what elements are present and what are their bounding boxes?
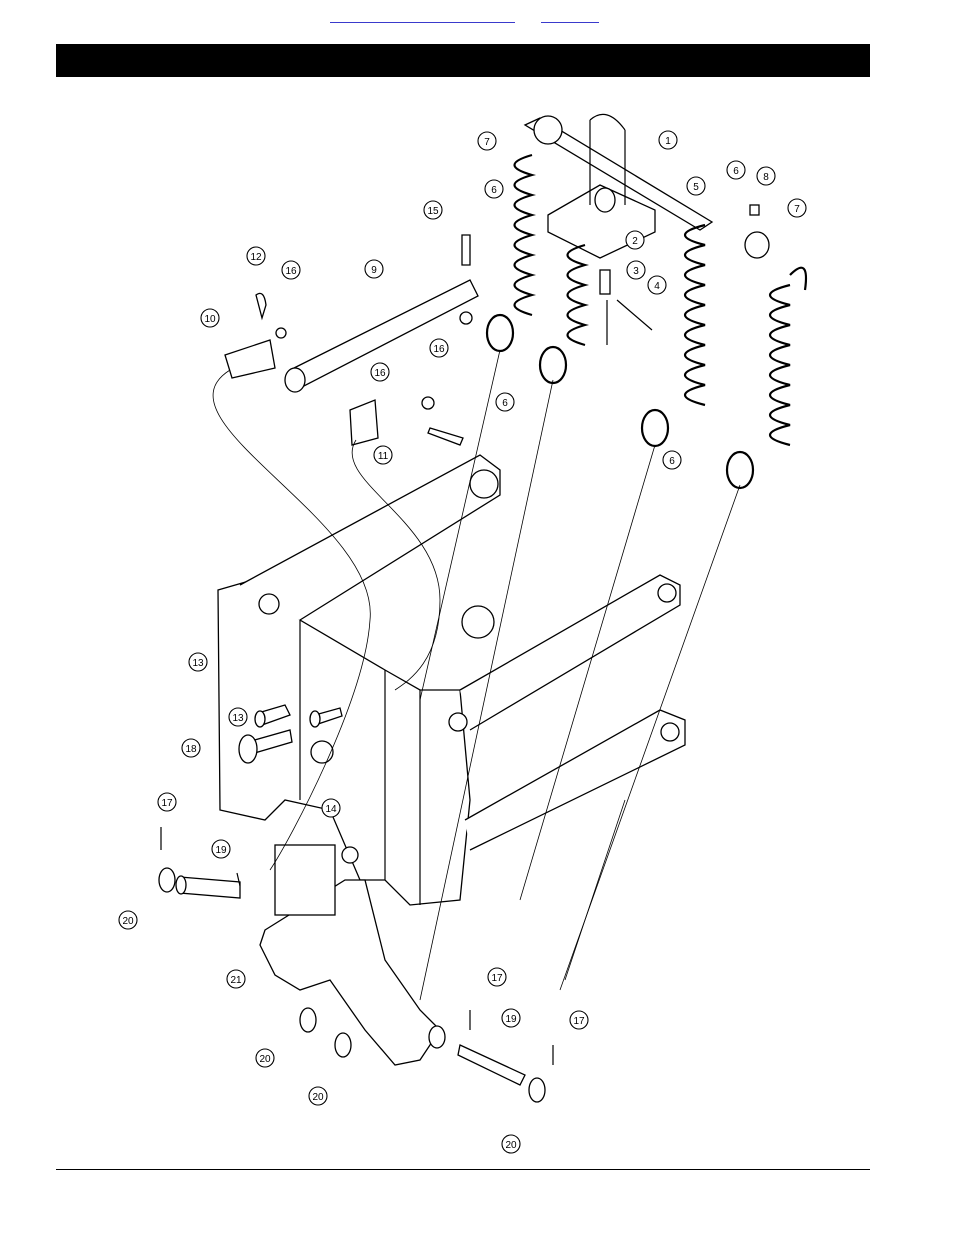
callout-18: 18 xyxy=(182,739,200,757)
callout-9: 9 xyxy=(365,260,383,278)
callout-13a: 13 xyxy=(189,653,207,671)
svg-text:11: 11 xyxy=(378,451,389,462)
callout-6d: 6 xyxy=(663,451,681,469)
svg-text:8: 8 xyxy=(763,172,769,183)
callout-6b: 6 xyxy=(727,161,745,179)
svg-text:15: 15 xyxy=(427,206,439,217)
callout-20c: 20 xyxy=(309,1087,327,1105)
svg-text:10: 10 xyxy=(204,314,216,325)
svg-text:13: 13 xyxy=(192,658,204,669)
svg-text:9: 9 xyxy=(371,265,377,276)
callout-17a: 17 xyxy=(158,793,176,811)
callout-19b: 19 xyxy=(502,1009,520,1027)
callout-21: 21 xyxy=(227,970,245,988)
svg-text:13: 13 xyxy=(232,713,244,724)
svg-text:7: 7 xyxy=(484,137,490,148)
callout-2: 2 xyxy=(626,231,644,249)
callout-17b: 17 xyxy=(488,968,506,986)
svg-text:5: 5 xyxy=(693,182,699,193)
svg-text:19: 19 xyxy=(505,1014,517,1025)
svg-text:2: 2 xyxy=(632,236,638,247)
callout-8: 8 xyxy=(757,167,775,185)
callout-1: 1 xyxy=(659,131,677,149)
callout-16a: 16 xyxy=(282,261,300,279)
svg-text:20: 20 xyxy=(312,1092,324,1103)
svg-text:19: 19 xyxy=(215,845,227,856)
svg-text:20: 20 xyxy=(122,916,134,927)
svg-text:16: 16 xyxy=(285,266,297,277)
callout-13b: 13 xyxy=(229,708,247,726)
svg-text:7: 7 xyxy=(794,204,800,215)
svg-text:20: 20 xyxy=(259,1054,271,1065)
callout-20b: 20 xyxy=(256,1049,274,1067)
svg-text:16: 16 xyxy=(374,368,386,379)
callout-6a: 6 xyxy=(485,180,503,198)
callout-5: 5 xyxy=(687,177,705,195)
callout-17c: 17 xyxy=(570,1011,588,1029)
svg-text:4: 4 xyxy=(654,281,660,292)
callout-3: 3 xyxy=(627,261,645,279)
callout-10: 10 xyxy=(201,309,219,327)
callout-11: 11 xyxy=(374,446,392,464)
callout-6c: 6 xyxy=(496,393,514,411)
svg-text:17: 17 xyxy=(491,973,503,984)
callout-7a: 7 xyxy=(478,132,496,150)
svg-text:14: 14 xyxy=(325,804,337,815)
svg-text:17: 17 xyxy=(573,1016,585,1027)
svg-text:12: 12 xyxy=(250,252,262,263)
svg-text:21: 21 xyxy=(230,975,242,986)
svg-text:17: 17 xyxy=(161,798,173,809)
svg-text:3: 3 xyxy=(633,266,639,277)
callout-16c: 16 xyxy=(371,363,389,381)
callout-12: 12 xyxy=(247,247,265,265)
callout-15: 15 xyxy=(424,201,442,219)
svg-text:20: 20 xyxy=(505,1140,517,1151)
svg-text:16: 16 xyxy=(433,344,445,355)
callout-4: 4 xyxy=(648,276,666,294)
callout-20a: 20 xyxy=(119,911,137,929)
svg-text:18: 18 xyxy=(185,744,197,755)
svg-text:1: 1 xyxy=(665,136,671,147)
callout-14: 14 xyxy=(322,799,340,817)
footer-rule xyxy=(56,1169,870,1170)
svg-text:6: 6 xyxy=(491,185,497,196)
callout-20d: 20 xyxy=(502,1135,520,1153)
callout-16b: 16 xyxy=(430,339,448,357)
callout-19a: 19 xyxy=(212,840,230,858)
svg-text:6: 6 xyxy=(669,456,675,467)
svg-text:6: 6 xyxy=(502,398,508,409)
svg-text:6: 6 xyxy=(733,166,739,177)
callout-7b: 7 xyxy=(788,199,806,217)
